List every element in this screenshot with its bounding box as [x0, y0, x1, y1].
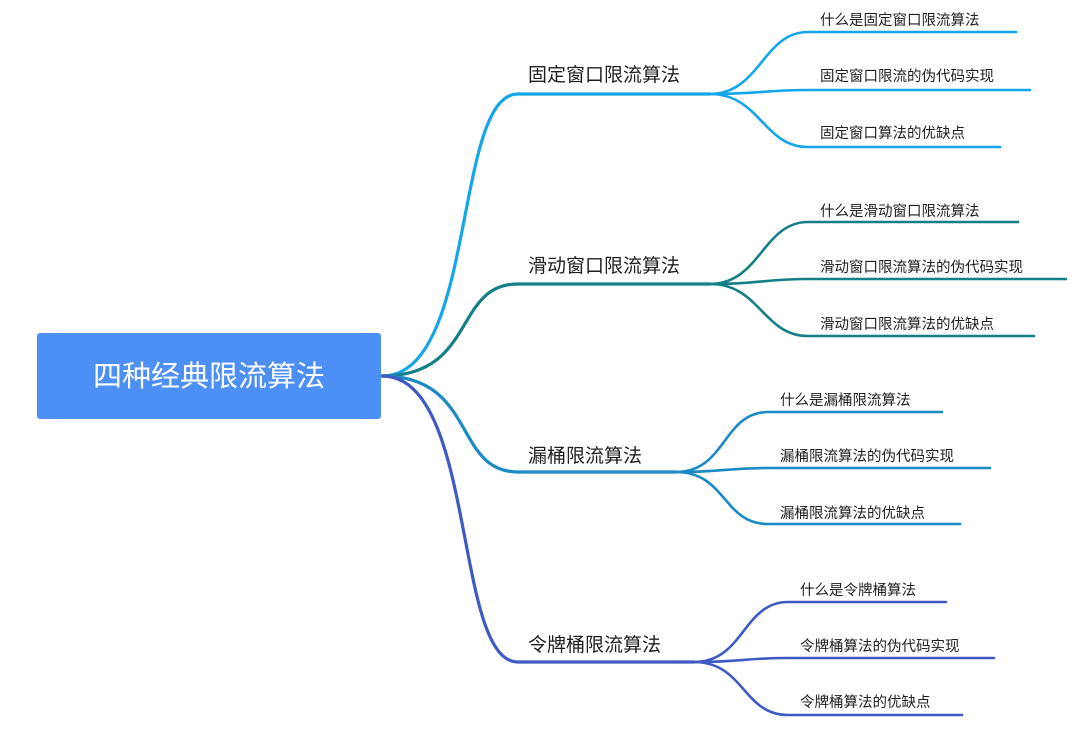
leaf-node-label[interactable]: 滑动窗口限流算法的优缺点 [820, 315, 994, 333]
leaf-connector [708, 88, 1032, 96]
node-layer: 固定窗口限流算法 什么是固定窗口限流算法固定窗口限流的伪代码实现固定窗口算法的优缺… [528, 11, 1023, 711]
leaf-connector [708, 277, 1068, 286]
branch-connector [380, 282, 712, 378]
leaf-connector [708, 30, 1018, 96]
leaf-node-label[interactable]: 什么是固定窗口限流算法 [820, 11, 980, 29]
root-node-label: 四种经典限流算法 [93, 359, 325, 393]
leaf-node-label[interactable]: 固定窗口限流的伪代码实现 [820, 67, 994, 85]
branch-connector [380, 92, 712, 378]
leaf-node-label[interactable]: 固定窗口算法的优缺点 [820, 124, 965, 142]
leaf-node-label[interactable]: 漏桶限流算法的优缺点 [780, 505, 925, 522]
branch-connector [380, 374, 678, 474]
leaf-connector [708, 282, 1036, 338]
branch-node-label[interactable]: 令牌桶限流算法 [528, 634, 661, 656]
connector-layer [380, 30, 1068, 717]
leaf-node-label[interactable]: 令牌桶算法的伪代码实现 [800, 638, 960, 655]
leaf-connector [674, 470, 962, 526]
branch-node-label[interactable]: 固定窗口限流算法 [528, 64, 680, 86]
leaf-node-label[interactable]: 滑动窗口限流算法的伪代码实现 [820, 258, 1023, 276]
leaf-node-label[interactable]: 什么是滑动窗口限流算法 [820, 202, 980, 220]
leaf-connector [708, 220, 1020, 286]
leaf-connector [692, 656, 996, 664]
leaf-node-label[interactable]: 令牌桶算法的优缺点 [800, 694, 931, 711]
leaf-connector [692, 660, 964, 717]
leaf-node-label[interactable]: 什么是令牌桶算法 [800, 582, 916, 599]
leaf-connector [674, 410, 944, 474]
root-node-box [37, 333, 381, 419]
leaf-connector [692, 600, 948, 664]
root-node[interactable]: 四种经典限流算法 [37, 333, 381, 419]
leaf-connector [674, 466, 992, 474]
leaf-connector [708, 92, 1002, 149]
leaf-node-label[interactable]: 什么是漏桶限流算法 [780, 392, 911, 409]
leaf-node-label[interactable]: 漏桶限流算法的伪代码实现 [780, 448, 954, 465]
branch-node-label[interactable]: 滑动窗口限流算法 [528, 255, 680, 277]
branch-connector [380, 374, 696, 664]
branch-node-label[interactable]: 漏桶限流算法 [528, 445, 642, 467]
